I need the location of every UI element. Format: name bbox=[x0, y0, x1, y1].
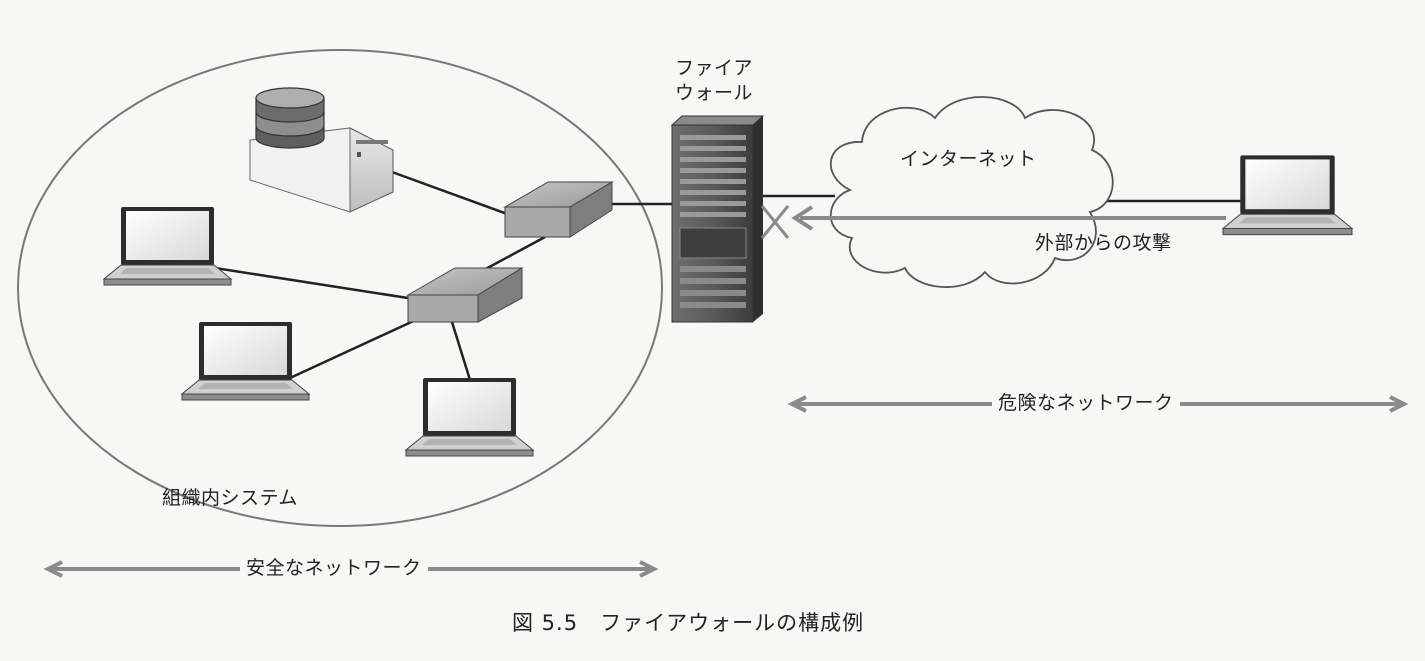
internet-label: インターネット bbox=[900, 148, 1037, 170]
link-laptop1-hub2 bbox=[214, 266, 409, 300]
figure-caption: 図 5.5 ファイアウォールの構成例 bbox=[512, 611, 865, 635]
link-laptop2-hub2 bbox=[289, 316, 421, 380]
network-links bbox=[214, 170, 1247, 381]
laptop-icon bbox=[405, 377, 534, 457]
laptop-icon bbox=[181, 321, 310, 401]
safe-network-label: 安全なネットワーク bbox=[240, 557, 428, 579]
attack-label: 外部からの攻撃 bbox=[1035, 232, 1172, 254]
blocked-x-icon bbox=[760, 205, 790, 239]
link-laptop3-hub2 bbox=[450, 321, 472, 381]
firewall-label-line2: ウォール bbox=[675, 82, 754, 104]
firewall-rack-icon bbox=[670, 115, 765, 323]
laptop-icon bbox=[103, 206, 232, 286]
database-server-icon bbox=[249, 87, 394, 213]
organization-boundary-ellipse bbox=[17, 49, 663, 527]
danger-network-label: 危険なネットワーク bbox=[992, 392, 1180, 414]
org-system-label: 組織内システム bbox=[162, 487, 298, 509]
cloud-icon bbox=[829, 96, 1114, 288]
attack-arrow bbox=[791, 205, 1226, 231]
network-hub-icon bbox=[503, 181, 614, 238]
link-hub1-hub2 bbox=[479, 235, 546, 274]
firewall-label-line1: ファイア bbox=[675, 57, 754, 79]
network-hub-icon bbox=[406, 267, 524, 323]
laptop-icon bbox=[1222, 154, 1353, 236]
link-server-hub1 bbox=[391, 170, 511, 217]
